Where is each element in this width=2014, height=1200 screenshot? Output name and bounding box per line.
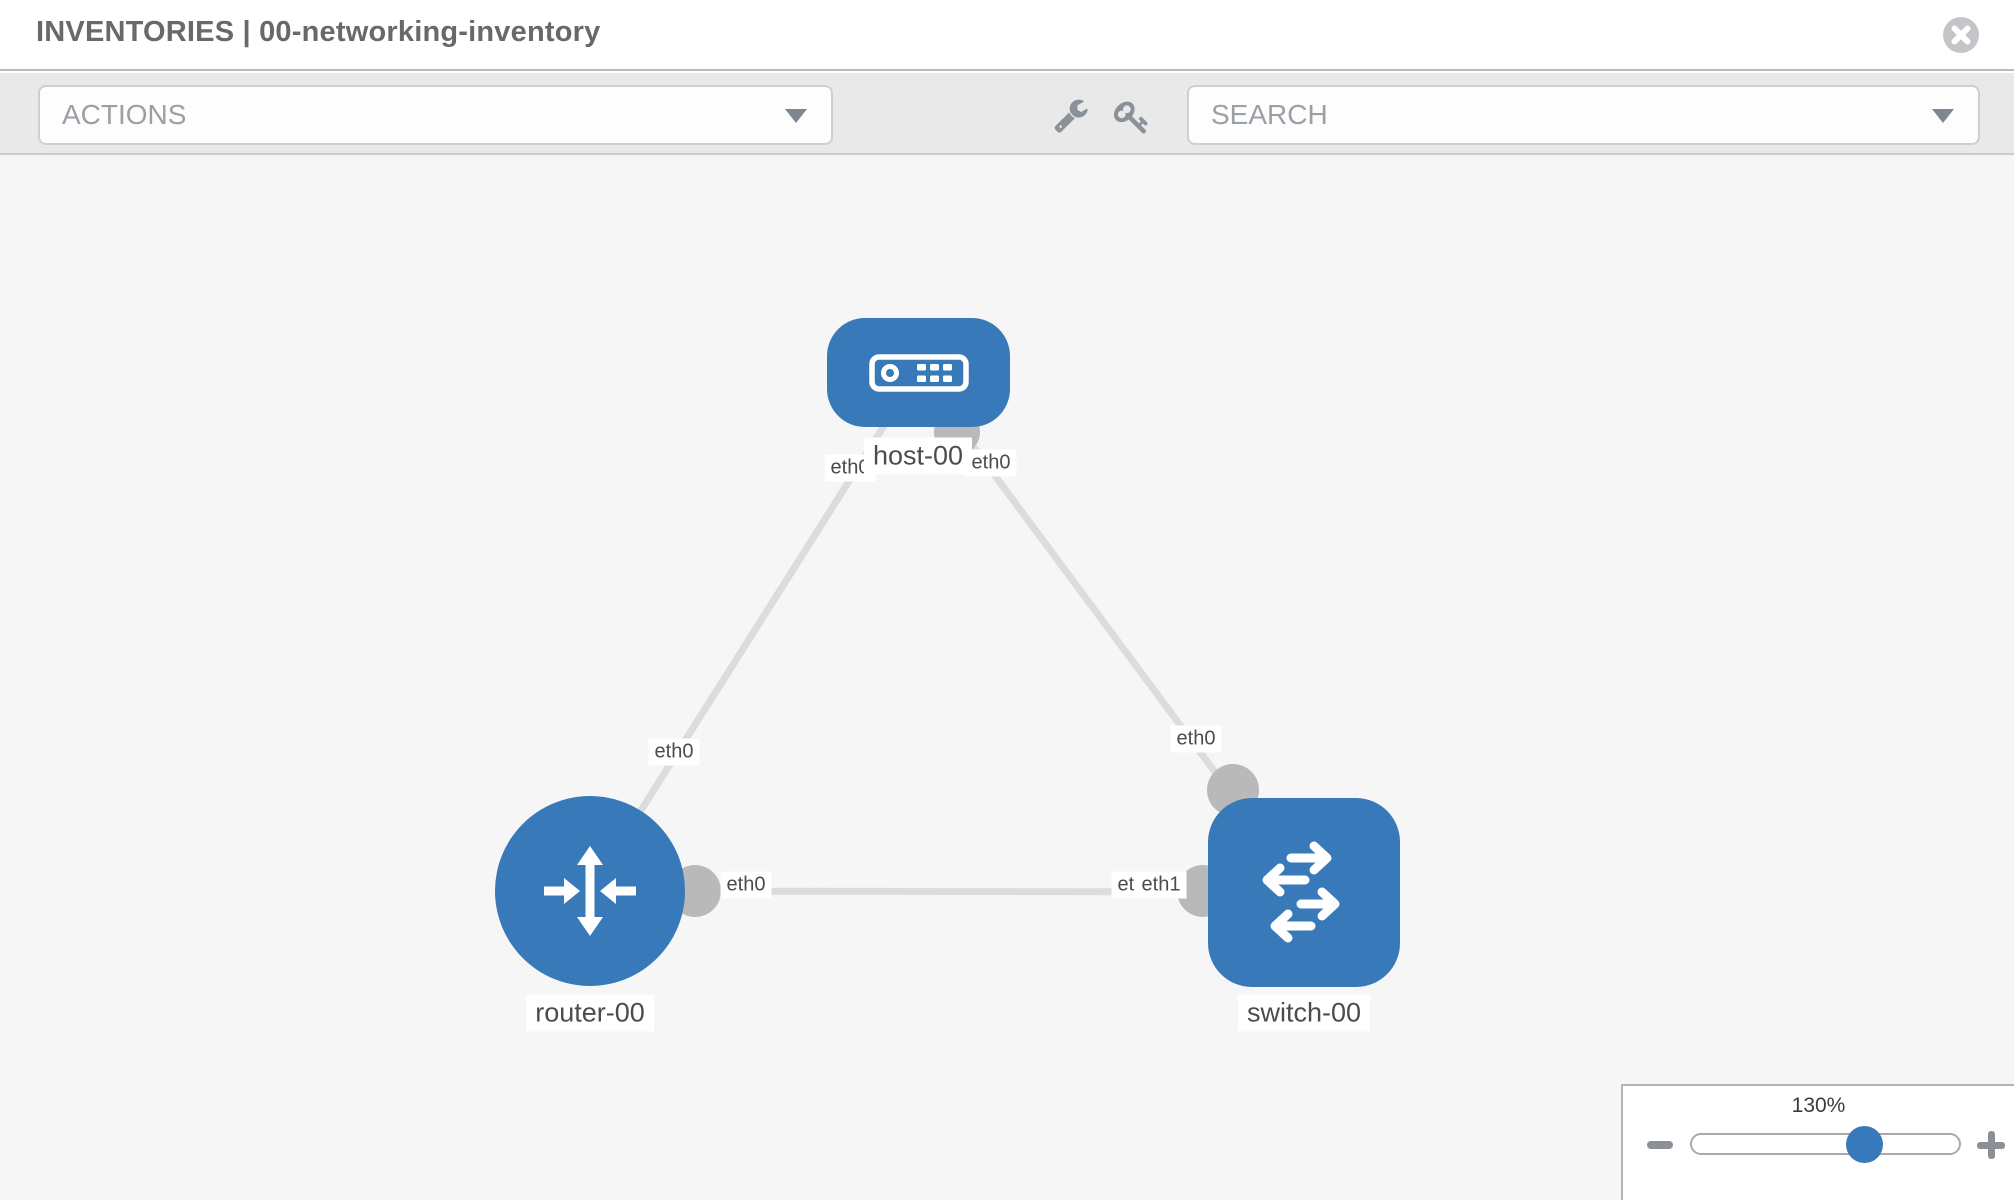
chevron-down-icon [785, 109, 807, 123]
search-dropdown[interactable]: SEARCH [1187, 85, 1980, 145]
switch-icon [1262, 841, 1340, 942]
zoom-slider[interactable] [1690, 1133, 1961, 1155]
toolbar: ACTIONS SEARCH [0, 73, 2014, 155]
zoom-level: 130% [1791, 1094, 1846, 1117]
actions-dropdown-label: ACTIONS [62, 99, 187, 130]
credentials-button[interactable] [1114, 99, 1150, 135]
zoom-slider-knob[interactable] [1846, 1126, 1883, 1163]
interface-label: eth0 [965, 449, 1017, 477]
plus-icon [1977, 1131, 2005, 1159]
interface-label: eth1 [1135, 871, 1187, 899]
zoom-in-button[interactable] [1974, 1128, 2008, 1162]
router-icon [544, 846, 636, 936]
node-label-host: host-00 [863, 437, 973, 475]
chevron-down-icon [1932, 109, 1954, 123]
interface-label: eth0 [1170, 725, 1222, 753]
close-icon [1943, 17, 1979, 53]
node-label-switch: switch-00 [1237, 994, 1371, 1032]
interface-label: eth0 [648, 738, 700, 766]
wrench-icon [1054, 99, 1088, 133]
actions-dropdown[interactable]: ACTIONS [38, 85, 833, 145]
zoom-panel: 130% [1621, 1084, 2014, 1200]
close-button[interactable] [1942, 16, 1980, 54]
server-icon [868, 353, 969, 392]
node-switch[interactable] [1208, 798, 1400, 987]
minus-icon [1647, 1141, 1673, 1149]
key-icon [1114, 101, 1148, 134]
header: INVENTORIES | 00-networking-inventory [0, 0, 2014, 71]
page-title: INVENTORIES | 00-networking-inventory [36, 16, 601, 48]
node-router[interactable] [495, 796, 685, 986]
node-host[interactable] [827, 318, 1010, 427]
zoom-out-button[interactable] [1643, 1130, 1677, 1160]
links-layer [587, 369, 1307, 917]
topology-canvas[interactable]: eth0 eth0 eth0 eth0 eth0 eth1 eth0 host-… [0, 155, 2014, 1200]
search-dropdown-label: SEARCH [1211, 99, 1328, 130]
interface-label: eth0 [720, 871, 772, 899]
tools-button[interactable] [1053, 97, 1089, 133]
node-label-router: router-00 [526, 994, 654, 1032]
